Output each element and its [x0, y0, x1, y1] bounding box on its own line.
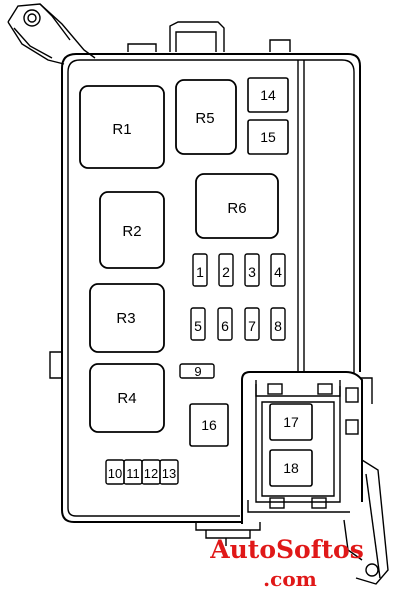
fuse-10-label: 10: [108, 466, 122, 481]
fuse-4: 4: [270, 253, 286, 287]
relay-r6-label: R6: [227, 200, 246, 217]
fuse-4-label: 4: [274, 264, 282, 280]
fuse-13: 13: [159, 459, 179, 485]
fuse-14-label: 14: [260, 87, 276, 103]
fuse-16: 16: [189, 403, 229, 447]
relay-r3: R3: [89, 283, 165, 353]
relay-r1: R1: [79, 85, 165, 169]
fuse-2-label: 2: [222, 264, 230, 280]
top-left-bracket: [7, 3, 96, 65]
relay-r2: R2: [99, 191, 165, 269]
fuse-6-label: 6: [221, 318, 229, 334]
watermark-line1: AutoSoftos: [209, 535, 364, 564]
fuse-9-label: 9: [194, 364, 201, 379]
fuse-8: 8: [270, 307, 286, 341]
fuse-7: 7: [244, 307, 260, 341]
relay-r5-label: R5: [195, 110, 214, 127]
fuse-12: 12: [141, 459, 161, 485]
fuse-18-label: 18: [283, 460, 299, 476]
fuse-5: 5: [190, 307, 206, 341]
fuse-11: 11: [123, 459, 143, 485]
fuse-1: 1: [192, 253, 208, 287]
fuse-13-label: 13: [162, 466, 176, 481]
fuse-14: 14: [247, 77, 289, 113]
fuse-2: 2: [218, 253, 234, 287]
fuse-3: 3: [244, 253, 260, 287]
fuse-7-label: 7: [248, 318, 256, 334]
watermark: AutoSoftos .com: [209, 535, 364, 591]
relay-r1-label: R1: [112, 121, 131, 138]
fuse-10: 10: [105, 459, 125, 485]
fuse-15-label: 15: [260, 129, 276, 145]
relay-r5: R5: [175, 79, 237, 155]
watermark-line2: .com: [263, 567, 317, 591]
lower-right-block: [195, 371, 363, 546]
fuse-11-label: 11: [126, 466, 140, 481]
fuse-17: 17: [269, 403, 313, 441]
fuse-8-label: 8: [274, 318, 282, 334]
fuse-16-label: 16: [201, 417, 217, 433]
fuse-18: 18: [269, 449, 313, 487]
relay-r4: R4: [89, 363, 165, 433]
relay-r6: R6: [195, 173, 279, 239]
fuse-box-housing: [49, 53, 373, 523]
fuse-17-label: 17: [283, 414, 299, 430]
fuse-3-label: 3: [248, 264, 256, 280]
relay-r4-label: R4: [117, 390, 136, 407]
fuse-12-label: 12: [144, 466, 158, 481]
top-latch: [127, 21, 291, 52]
relay-r2-label: R2: [122, 223, 141, 240]
fuse-6: 6: [217, 307, 233, 341]
fuse-9: 9: [179, 363, 215, 379]
fuse-5-label: 5: [194, 318, 202, 334]
relay-r3-label: R3: [116, 310, 135, 327]
bottom-right-bracket: [343, 459, 389, 585]
fuse-1-label: 1: [196, 264, 204, 280]
fuse-15: 15: [247, 119, 289, 155]
